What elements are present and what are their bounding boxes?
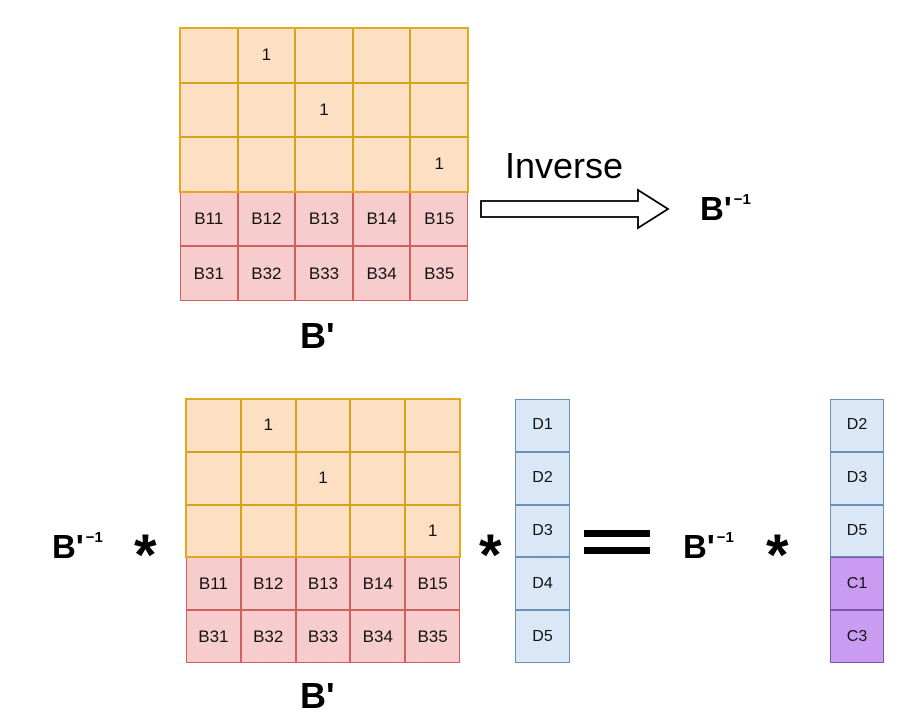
inverse-arrow-label: Inverse (505, 145, 624, 186)
matrix-cell (237, 82, 296, 138)
top-result-label: B' (700, 190, 732, 227)
top-result-superscript: −1 (733, 191, 751, 208)
vector-cell: D2 (830, 399, 884, 452)
matrix-cell (350, 451, 406, 505)
multiply-operator-1: * (134, 523, 157, 588)
bottom-lhs-label: B' (52, 528, 84, 565)
matrix-cell: B13 (295, 557, 351, 611)
matrix-cell: B12 (237, 191, 296, 247)
matrix-cell: 1 (237, 28, 296, 83)
matrix-cell: 1 (295, 451, 351, 505)
matrix-cell: B15 (410, 191, 468, 247)
matrix-cell (180, 82, 238, 138)
matrix-cell (180, 28, 238, 83)
matrix-cell: B31 (180, 246, 238, 301)
vector-cell: D5 (830, 504, 884, 558)
matrix-cell: B35 (410, 246, 468, 301)
matrix-cell: B15 (405, 557, 460, 611)
matrix-cell (240, 504, 296, 558)
matrix-cell (186, 451, 241, 505)
matrix-cell (350, 399, 406, 452)
bottom-lhs-superscript: −1 (85, 529, 103, 546)
matrix-cell: B34 (350, 610, 406, 663)
bottom-rhs-superscript: −1 (716, 529, 734, 546)
matrix-cell: B33 (295, 246, 353, 301)
vector-cell: D5 (515, 610, 570, 663)
top-result-inverse: B'−1 (700, 192, 751, 225)
top-matrix-label: B' (300, 315, 335, 356)
matrix-cell: B34 (352, 246, 411, 301)
matrix-cell: B11 (180, 191, 238, 247)
matrix-cell: B14 (352, 191, 411, 247)
matrix-cell: B13 (295, 191, 353, 247)
matrix-cell (405, 399, 460, 452)
matrix-cell (240, 451, 296, 505)
matrix-cell: B12 (240, 557, 296, 611)
matrix-cell: B35 (405, 610, 460, 663)
matrix-cell: 1 (295, 82, 353, 138)
matrix-cell (295, 504, 351, 558)
matrix-cell: B14 (350, 557, 406, 611)
matrix-cell: 1 (405, 504, 460, 558)
vector-cell: D1 (515, 399, 570, 452)
vector-cell: D2 (515, 451, 570, 505)
vector-cell: D3 (830, 451, 884, 505)
multiply-operator-3: * (766, 523, 789, 588)
matrix-cell: B33 (295, 610, 351, 663)
vector-cell-highlighted: C3 (830, 610, 884, 663)
matrix-cell (352, 28, 411, 83)
bottom-rhs-label: B' (683, 528, 715, 565)
matrix-cell (237, 137, 296, 192)
vector-cell-highlighted: C1 (830, 557, 884, 611)
matrix-cell (295, 28, 353, 83)
matrix-cell (295, 399, 351, 452)
matrix-cell (350, 504, 406, 558)
right-arrow-icon (480, 188, 670, 230)
matrix-cell: B32 (240, 610, 296, 663)
matrix-cell (405, 451, 460, 505)
equals-sign (584, 530, 650, 564)
matrix-cell (352, 137, 411, 192)
matrix-cell (410, 28, 468, 83)
bottom-lhs-inverse: B'−1 (52, 530, 103, 563)
matrix-cell (352, 82, 411, 138)
bottom-matrix-label: B' (300, 675, 335, 716)
matrix-cell (295, 137, 353, 192)
matrix-cell (180, 137, 238, 192)
vector-cell: D4 (515, 557, 570, 611)
matrix-cell: B11 (186, 557, 241, 611)
vector-cell: D3 (515, 504, 570, 558)
matrix-cell (186, 504, 241, 558)
matrix-cell (186, 399, 241, 452)
matrix-cell: 1 (240, 399, 296, 452)
matrix-cell: B31 (186, 610, 241, 663)
matrix-cell (410, 82, 468, 138)
bottom-rhs-inverse: B'−1 (683, 530, 734, 563)
matrix-cell: 1 (410, 137, 468, 192)
matrix-cell: B32 (237, 246, 296, 301)
multiply-operator-2: * (479, 523, 502, 588)
